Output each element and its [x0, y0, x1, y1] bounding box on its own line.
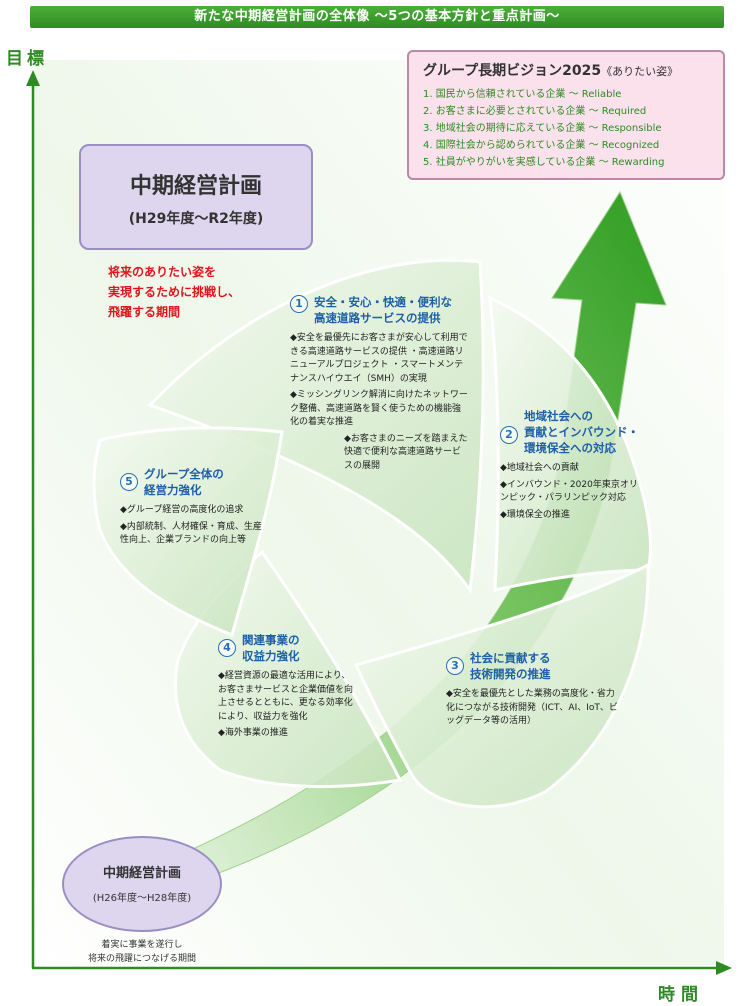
policy-item: ◆安全を最優先にお客さまが安心して利用できる高速道路サービスの提供 ・高速道路リ… [290, 333, 468, 384]
policy-title-line: 経営力強化 [144, 483, 202, 497]
previous-plan-note-line: 将来の飛躍につなげる期間 [87, 954, 196, 964]
current-plan-period: (H29年度〜R2年度) [128, 211, 264, 227]
policy-number: 2 [500, 426, 518, 444]
challenge-line: 飛躍する期間 [108, 305, 181, 319]
policy-1: 1 安全・安心・快適・便利な 高速道路サービスの提供 ◆安全を最優先にお客さまが… [290, 294, 468, 476]
policy-title-line: 環境保全への対応 [524, 441, 616, 455]
policy-item: ◆環境保全の推進 [500, 509, 570, 520]
policy-5: 5 グループ全体の 経営力強化 ◆グループ経営の高度化の追求 ◆内部統制、人材確… [120, 466, 270, 551]
policy-items: ◆グループ経営の高度化の追求 ◆内部統制、人材確保・育成、生産性向上、企業ブラン… [120, 504, 270, 548]
current-plan-box: 中期経営計画 (H29年度〜R2年度) [79, 144, 313, 250]
policy-title-line: 高速道路サービスの提供 [314, 311, 441, 325]
policy-title: 関連事業の 収益力強化 [242, 632, 300, 664]
policy-title-line: 技術開発の推進 [470, 667, 551, 681]
policy-number: 4 [218, 639, 236, 657]
diagram-banner: 新たな中期経営計画の全体像 〜5つの基本方針と重点計画〜 [30, 6, 724, 28]
previous-plan-note-line: 着実に事業を遂行し [101, 940, 183, 950]
policy-item: ◆経営資源の最適な活用により、お客さまサービスと企業価値を向上させるとともに、更… [218, 671, 354, 722]
previous-plan-oval: 中期経営計画 (H26年度〜H28年度) [62, 836, 222, 932]
policy-item: ◆海外事業の推進 [218, 728, 288, 738]
policy-title-line: 貢献とインバウンド・ [524, 425, 639, 439]
vision-item: 1. 国民から信頼されている企業 〜 Reliable [423, 89, 622, 100]
leaf-5 [92, 426, 284, 638]
y-axis-label: 目標 [6, 49, 48, 69]
policy-number: 5 [120, 473, 138, 491]
policy-title-line: 安全・安心・快適・便利な [314, 295, 452, 309]
vision-item: 2. お客さまに必要とされている企業 〜 Required [423, 106, 647, 117]
y-axis-arrowhead [26, 70, 40, 86]
policy-title-line: 収益力強化 [242, 649, 300, 663]
current-plan-challenge: 将来のありたい姿を 実現するために挑戦し、 飛躍する期間 [108, 262, 328, 322]
previous-plan-note: 着実に事業を遂行し 将来の飛躍につなげる期間 [52, 938, 232, 966]
previous-plan-title: 中期経営計画 [102, 866, 181, 881]
policy-items: ◆地域社会への貢献 ◆インバウンド・2020年東京オリンピック・パラリンピック対… [500, 462, 642, 522]
policy-number: 1 [290, 295, 308, 313]
challenge-line: 将来のありたい姿を [108, 265, 217, 279]
policy-title-line: 社会に貢献する [470, 651, 551, 665]
x-axis-label: 時間 [658, 985, 704, 1005]
policy-title: 安全・安心・快適・便利な 高速道路サービスの提供 [314, 294, 452, 326]
vision-item: 3. 地域社会の期待に応えている企業 〜 Responsible [423, 123, 662, 134]
policy-items: ◆経営資源の最適な活用により、お客さまサービスと企業価値を向上させるとともに、更… [218, 670, 358, 741]
policy-item: ◆グループ経営の高度化の追求 [120, 505, 244, 515]
previous-plan-period: (H26年度〜H28年度) [92, 893, 192, 904]
policy-item: ◆ミッシングリンク解消に向けたネットワーク整備、高速道路を賢く使うための機能強化… [290, 390, 468, 427]
leaf-3 [353, 562, 650, 809]
policy-item: ◆地域社会への貢献 [500, 463, 579, 473]
policy-title-line: 地域社会への [524, 409, 593, 423]
policy-title: グループ全体の 経営力強化 [144, 466, 224, 498]
policy-3: 3 社会に貢献する 技術開発の推進 ◆安全を最優先とした業務の高度化・省力化につ… [446, 650, 622, 732]
vision-title: グループ長期ビジョン2025 [423, 63, 602, 79]
policy-item: ◆内部統制、人材確保・育成、生産性向上、企業ブランドの向上等 [120, 521, 262, 546]
leaf-1 [147, 258, 485, 595]
current-plan-title: 中期経営計画 [129, 174, 262, 199]
x-axis-arrowhead [716, 961, 732, 975]
policy-title: 地域社会への 貢献とインバウンド・ 環境保全への対応 [524, 408, 639, 456]
policy-items: ◆安全を最優先とした業務の高度化・省力化につながる技術開発（ICT、AI、IoT… [446, 688, 622, 729]
vision-item: 5. 社員がやりがいを実感している企業 〜 Rewarding [423, 157, 665, 168]
policy-title-line: 関連事業の [242, 633, 300, 647]
challenge-line: 実現するために挑戦し、 [108, 285, 241, 299]
vision-subtitle: 《ありたい姿》 [601, 65, 679, 78]
policy-title: 社会に貢献する 技術開発の推進 [470, 650, 551, 682]
policy-4: 4 関連事業の 収益力強化 ◆経営資源の最適な活用により、お客さまサービスと企業… [218, 632, 358, 744]
policy-number: 3 [446, 657, 464, 675]
policy-items: ◆安全を最優先にお客さまが安心して利用できる高速道路サービスの提供 ・高速道路リ… [290, 332, 468, 473]
policy-item: ◆お客さまのニーズを踏まえた快適で便利な高速道路サービスの展開 [344, 433, 468, 471]
policy-title-line: グループ全体の [144, 467, 224, 481]
policy-item: ◆安全を最優先とした業務の高度化・省力化につながる技術開発（ICT、AI、IoT… [446, 689, 618, 726]
policy-2: 2 地域社会への 貢献とインバウンド・ 環境保全への対応 ◆地域社会への貢献 ◆… [500, 408, 642, 525]
vision-box: グループ長期ビジョン2025《ありたい姿》 1. 国民から信頼されている企業 〜… [407, 50, 725, 180]
policy-item: ◆インバウンド・2020年東京オリンピック・パラリンピック対応 [500, 479, 638, 504]
vision-title-row: グループ長期ビジョン2025《ありたい姿》 [423, 60, 709, 80]
vision-item: 4. 国際社会から認められている企業 〜 Recognized [423, 140, 660, 151]
